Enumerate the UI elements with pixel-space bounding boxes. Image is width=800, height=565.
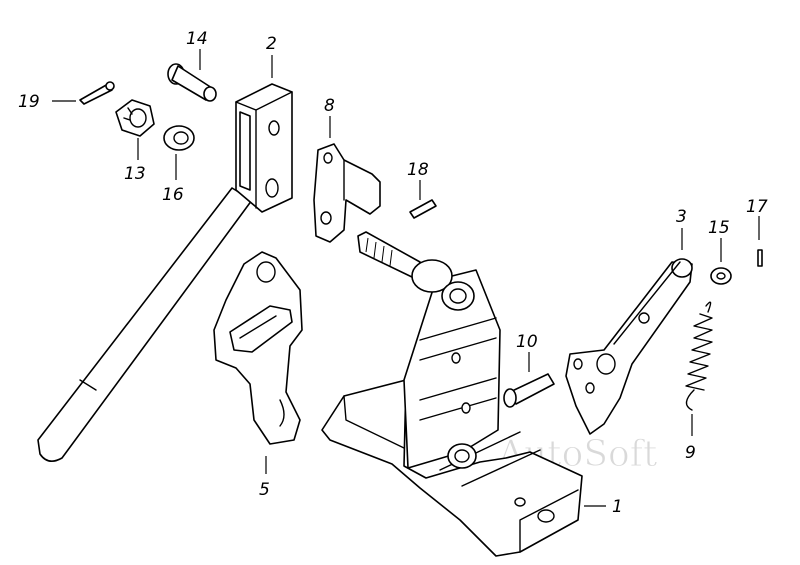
callout-18: 18 (407, 160, 429, 180)
callout-1: 1 (612, 497, 623, 517)
part-15-washer (710, 267, 732, 285)
part-5-hook-latch (213, 251, 303, 445)
part-18-pin (409, 199, 437, 219)
callout-9: 9 (685, 443, 696, 463)
callout-16: 16 (162, 185, 184, 205)
part-14-pin (167, 63, 217, 102)
callout-14: 14 (186, 29, 208, 49)
callout-3: 3 (676, 207, 687, 227)
part-17-pin (757, 249, 763, 267)
part-16-washer (163, 125, 195, 151)
part-1-base (321, 231, 583, 557)
part-9-spring (685, 301, 713, 411)
callout-15: 15 (708, 218, 730, 238)
part-10-bolt (503, 373, 555, 408)
part-13-castle-nut (115, 99, 155, 137)
part-3-arm (565, 258, 693, 435)
callout-13: 13 (124, 164, 146, 184)
part-19-split-pin (79, 81, 115, 105)
callout-17: 17 (746, 197, 768, 217)
callout-8: 8 (324, 96, 335, 116)
callout-10: 10 (516, 332, 538, 352)
part-8-bracket (313, 143, 381, 243)
callout-19: 19 (18, 92, 40, 112)
part-2-lever (37, 83, 293, 462)
callout-2: 2 (266, 34, 277, 54)
callout-5: 5 (259, 480, 270, 500)
